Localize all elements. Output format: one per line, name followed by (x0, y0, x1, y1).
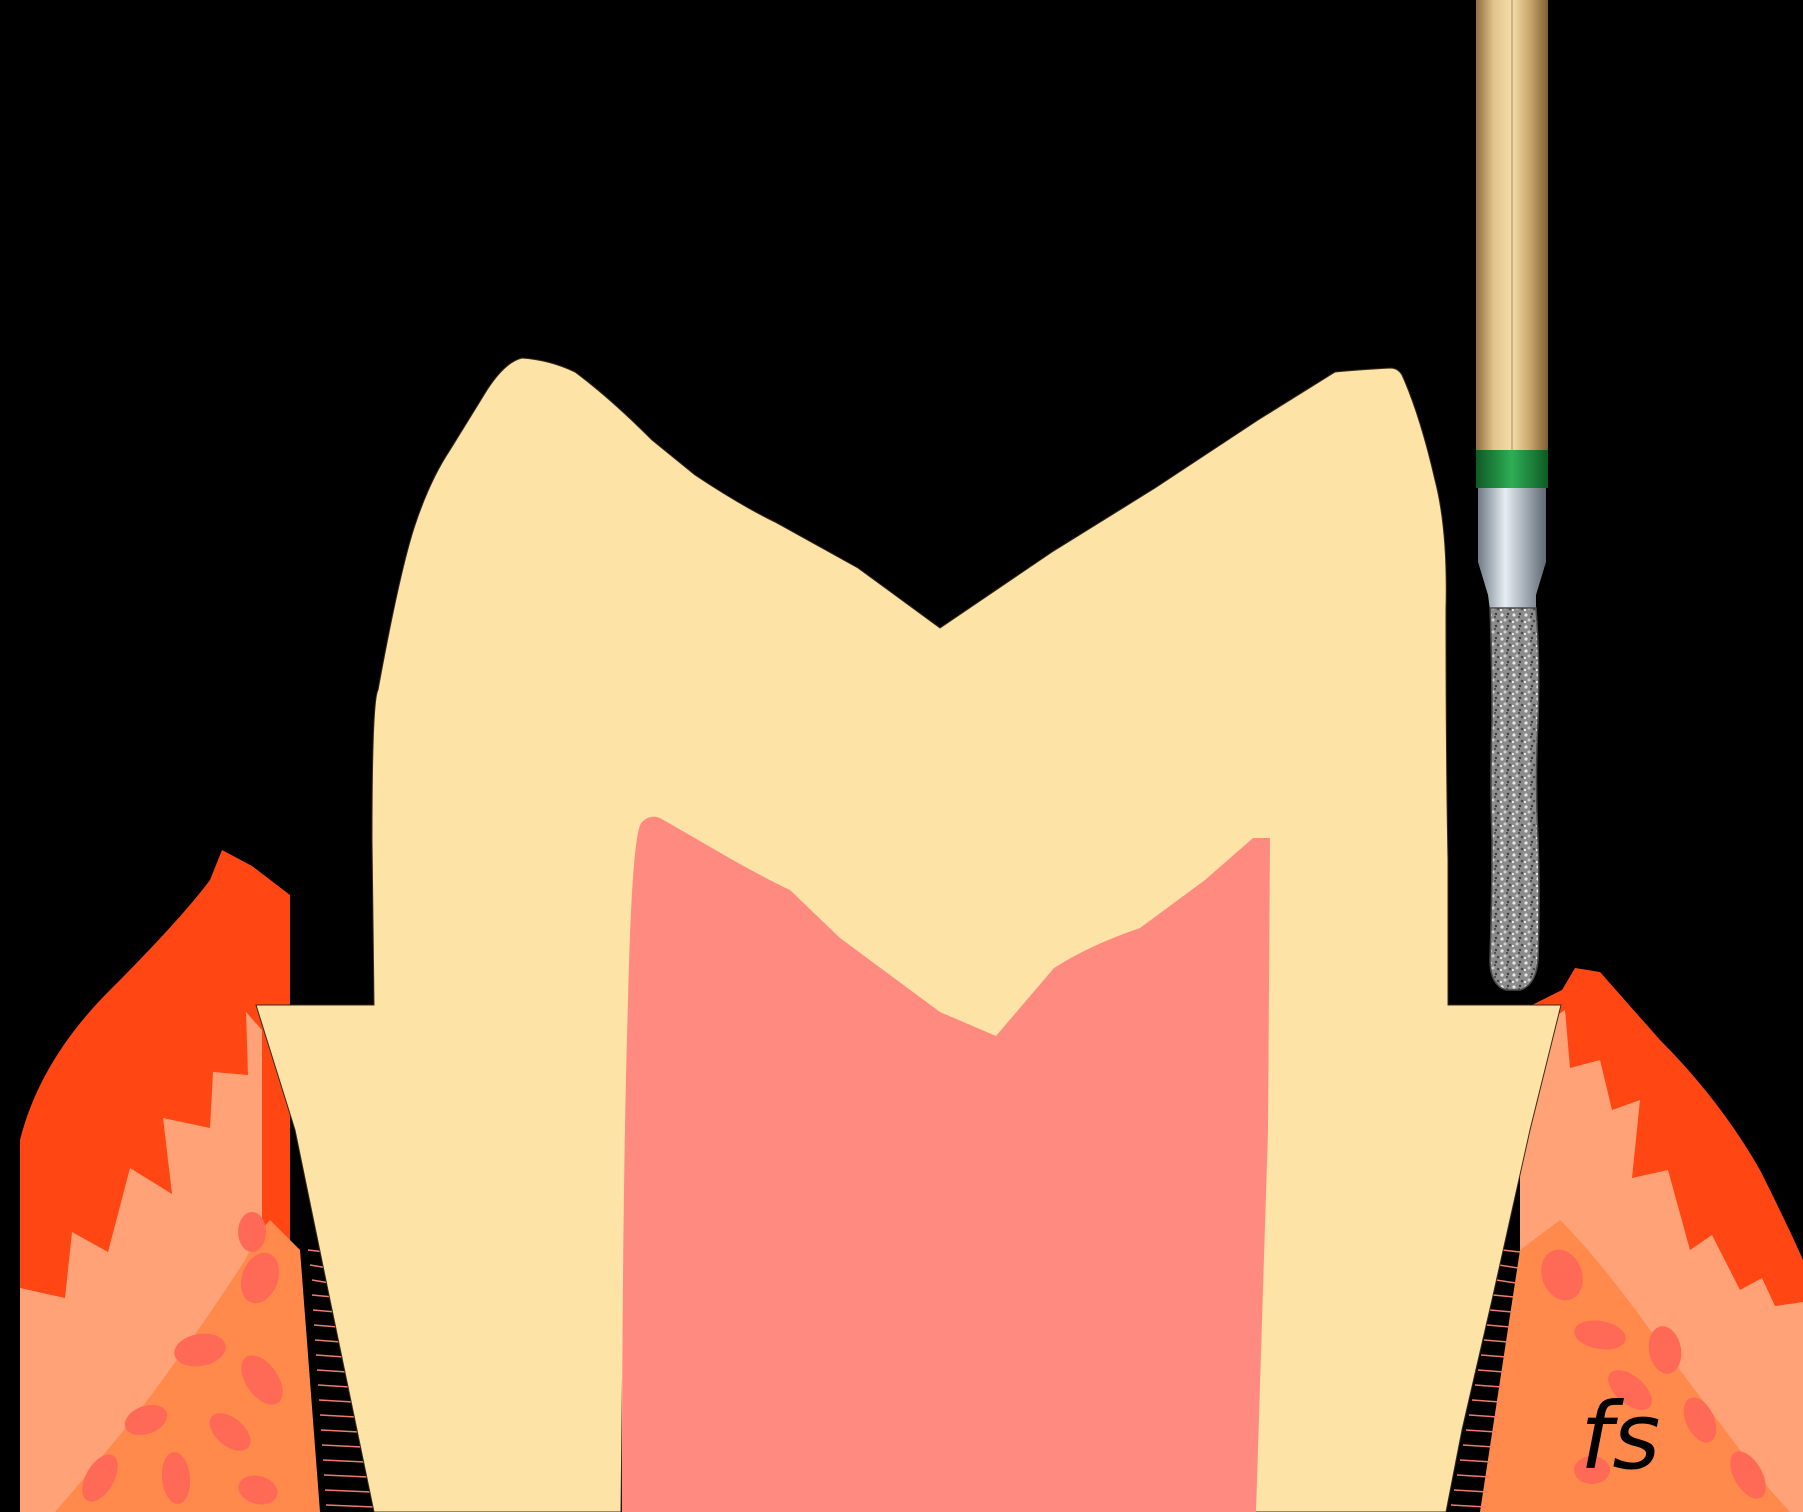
bur-diamond-tip (1490, 608, 1539, 990)
bur-grit-ring (1476, 450, 1548, 488)
diamond-bur-icon (1476, 0, 1548, 990)
bur-neck (1478, 488, 1546, 610)
signature: fs (1580, 1383, 1660, 1490)
